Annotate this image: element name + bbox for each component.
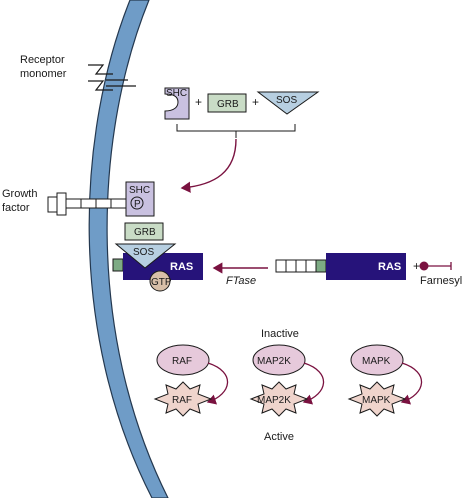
cell-membrane (88, 0, 169, 498)
recruit-arrow (180, 138, 237, 193)
grouping-bracket (176, 124, 296, 138)
shc-free-label: SHC (166, 88, 187, 99)
mapk-active-label: MAPK (362, 395, 391, 406)
growth-factor-label-line1: Growth (2, 188, 37, 200)
phosphate-icon (130, 196, 144, 210)
grb-free-label: GRB (217, 99, 239, 110)
plus-3: + (413, 259, 420, 273)
ras-cytosolic: RAS (275, 253, 406, 280)
mapk-active: MAPK (347, 381, 407, 417)
raf-active: RAF (153, 381, 213, 417)
grb-free: GRB (207, 93, 247, 113)
phosphate-label: P (134, 199, 141, 210)
map2k-inactive-label: MAP2K (257, 356, 291, 367)
receptor-label-line1: Receptor (20, 54, 65, 66)
raf-inactive: RAF (156, 344, 210, 376)
sos-free: SOS (256, 91, 320, 115)
grb-bound-label: GRB (134, 227, 156, 238)
growth-factor-receptor (47, 192, 127, 216)
ftase-label: FTase (226, 275, 256, 287)
growth-factor-label-line2: factor (2, 202, 30, 214)
ras-membrane-label: RAS (170, 261, 193, 273)
map2k-inactive: MAP2K (252, 344, 306, 376)
mapk-inactive: MAPK (350, 344, 404, 376)
raf-inactive-label: RAF (172, 356, 192, 367)
active-label: Active (264, 431, 294, 443)
farnesyl-label: Farnesyl (420, 275, 462, 287)
plus-2: + (252, 95, 259, 109)
ras-cytosolic-label: RAS (378, 261, 401, 273)
plus-1: + (195, 95, 202, 109)
mapk-activation-arrow (400, 362, 423, 405)
farnesyl-icon (419, 261, 452, 271)
map2k-activation-arrow (302, 362, 325, 405)
map2k-active: MAP2K (249, 381, 309, 417)
shc-bound: SHC P (125, 181, 155, 217)
sos-free-label: SOS (276, 95, 297, 106)
mapk-inactive-label: MAPK (362, 356, 391, 367)
gtp-marker: GTP (149, 270, 172, 292)
receptor-monomer-icon (88, 64, 136, 91)
sos-bound: SOS (114, 243, 177, 269)
shc-free: SHC (164, 87, 190, 120)
map2k-active-label: MAP2K (257, 395, 291, 406)
shc-bound-label: SHC (129, 185, 150, 196)
sos-bound-label: SOS (133, 247, 154, 258)
raf-active-label: RAF (172, 395, 192, 406)
grb-bound: GRB (124, 222, 164, 241)
receptor-label-line2: monomer (20, 68, 67, 80)
raf-activation-arrow (206, 362, 229, 405)
gtp-label: GTP (151, 277, 172, 288)
inactive-label: Inactive (261, 328, 299, 340)
